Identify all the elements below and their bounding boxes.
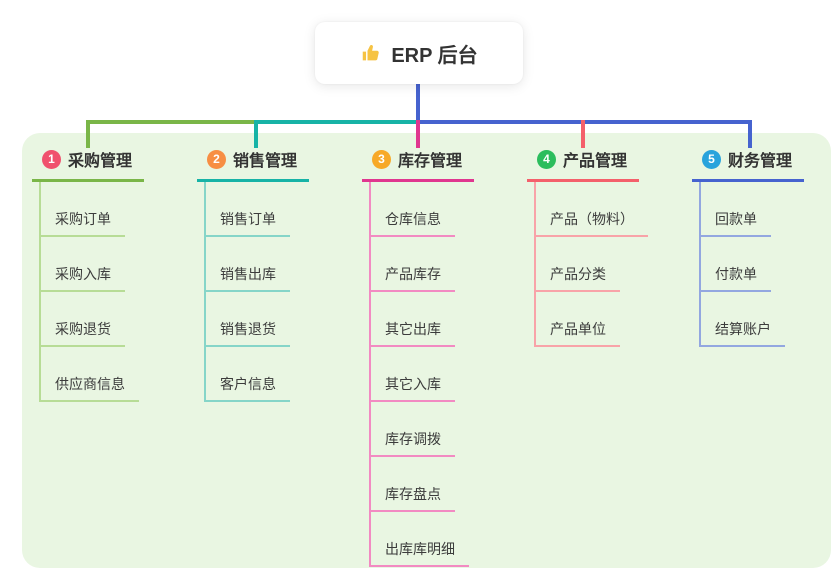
branch-number-badge: 3: [372, 149, 391, 169]
tree-node[interactable]: 库存盘点: [369, 457, 474, 512]
background-panel: [22, 133, 831, 568]
branch-children: 采购订单 采购入库 采购退货 供应商信息: [39, 182, 144, 402]
branch-number-badge: 5: [702, 149, 721, 169]
branch-inventory: 3 库存管理 仓库信息 产品库存 其它出库 其它入库 库存调拨 库存盘点 出库库…: [362, 147, 475, 567]
root-node[interactable]: ERP 后台: [315, 22, 523, 84]
tree-node[interactable]: 采购订单: [39, 182, 144, 237]
branch-purchase: 1 采购管理 采购订单 采购入库 采购退货 供应商信息: [32, 147, 145, 402]
branch-number-badge: 1: [42, 149, 61, 169]
branch-header-sales[interactable]: 2 销售管理: [197, 147, 310, 182]
branch-header-finance[interactable]: 5 财务管理: [692, 147, 805, 182]
branch-header-inventory[interactable]: 3 库存管理: [362, 147, 475, 182]
branch-drop-purchase: [86, 120, 90, 148]
branch-label: 财务管理: [728, 153, 793, 170]
branch-children: 回款单 付款单 结算账户: [699, 182, 804, 347]
branch-label: 产品管理: [563, 153, 628, 170]
tree-node[interactable]: 产品库存: [369, 237, 474, 292]
tree-node[interactable]: 销售订单: [204, 182, 309, 237]
branch-number-badge: 2: [207, 149, 226, 169]
branch-finance: 5 财务管理 回款单 付款单 结算账户: [692, 147, 805, 347]
thumbs-up-icon: [360, 42, 382, 64]
tree-node[interactable]: 产品分类: [534, 237, 648, 292]
tree-node[interactable]: 采购入库: [39, 237, 144, 292]
branch-drop-sales: [254, 120, 258, 148]
tree-node[interactable]: 销售出库: [204, 237, 309, 292]
tree-node[interactable]: 产品（物料）: [534, 182, 648, 237]
tree-node[interactable]: 销售退货: [204, 292, 309, 347]
branch-children: 产品（物料） 产品分类 产品单位: [534, 182, 648, 347]
branch-drop-product: [581, 120, 585, 148]
tree-node[interactable]: 产品单位: [534, 292, 648, 347]
tree-node[interactable]: 仓库信息: [369, 182, 474, 237]
branch-label: 销售管理: [233, 153, 298, 170]
tree-node[interactable]: 出库库明细: [369, 512, 474, 567]
branch-drop-inventory: [416, 120, 420, 148]
branch-sales: 2 销售管理 销售订单 销售出库 销售退货 客户信息: [197, 147, 310, 402]
bus-segment-purchase: [86, 120, 256, 124]
branch-children: 仓库信息 产品库存 其它出库 其它入库 库存调拨 库存盘点 出库库明细: [369, 182, 474, 567]
branch-product: 4 产品管理 产品（物料） 产品分类 产品单位: [527, 147, 648, 347]
tree-node[interactable]: 付款单: [699, 237, 804, 292]
tree-node[interactable]: 其它入库: [369, 347, 474, 402]
branch-drop-finance: [748, 120, 752, 148]
branch-label: 库存管理: [398, 153, 463, 170]
tree-node[interactable]: 结算账户: [699, 292, 804, 347]
tree-node[interactable]: 其它出库: [369, 292, 474, 347]
tree-node[interactable]: 采购退货: [39, 292, 144, 347]
root-connector-line: [416, 84, 420, 122]
tree-node[interactable]: 回款单: [699, 182, 804, 237]
bus-segment-sales: [254, 120, 418, 124]
branch-header-product[interactable]: 4 产品管理: [527, 147, 640, 182]
tree-node[interactable]: 库存调拨: [369, 402, 474, 457]
tree-node[interactable]: 客户信息: [204, 347, 309, 402]
tree-node[interactable]: 供应商信息: [39, 347, 144, 402]
root-node-label: ERP 后台: [391, 44, 478, 67]
branch-number-badge: 4: [537, 149, 556, 169]
branch-header-purchase[interactable]: 1 采购管理: [32, 147, 145, 182]
branch-label: 采购管理: [68, 153, 133, 170]
branch-children: 销售订单 销售出库 销售退货 客户信息: [204, 182, 309, 402]
